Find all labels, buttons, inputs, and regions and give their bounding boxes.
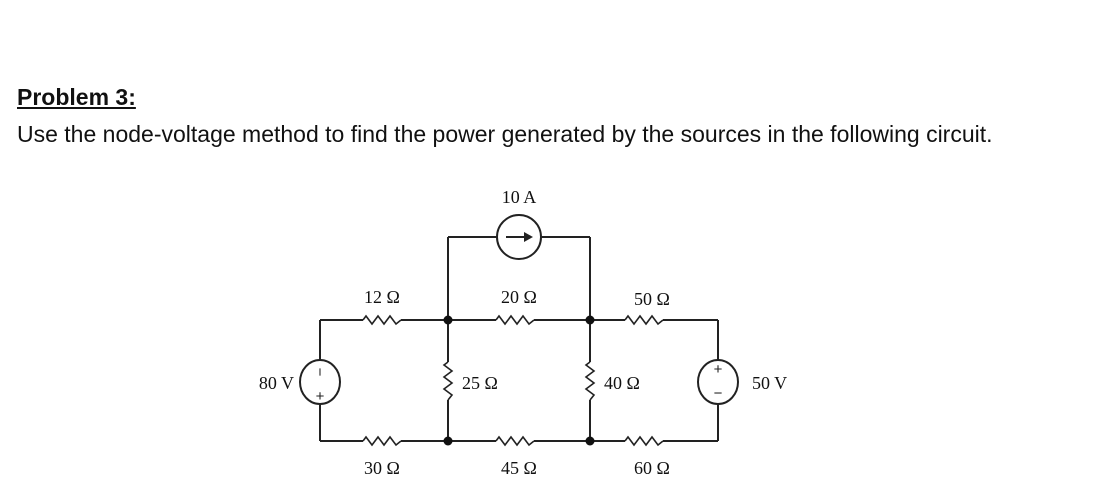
resistor-20-ohm [495, 314, 535, 326]
label-60-ohm: 60 Ω [634, 458, 670, 478]
node-bottom-right [585, 436, 595, 446]
arrow-head-icon [524, 232, 533, 242]
resistor-45-ohm [495, 435, 535, 447]
problem-heading: Problem 3: [17, 84, 136, 110]
label-80-volt: 80 V [259, 373, 294, 393]
resistor-60-ohm [624, 435, 664, 447]
label-50-ohm: 50 Ω [634, 289, 670, 309]
minus-sign-right: − [714, 385, 723, 402]
voltage-source-right: + − [697, 359, 739, 405]
plus-sign-left: + [316, 388, 325, 405]
label-40-ohm: 40 Ω [604, 373, 640, 393]
plus-sign-right: + [714, 361, 723, 378]
node-top-right [585, 315, 595, 325]
resistor-30-ohm [362, 435, 402, 447]
label-current-source: 10 A [502, 187, 537, 207]
label-50-volt: 50 V [752, 373, 787, 393]
resistor-40-ohm [584, 361, 596, 401]
label-30-ohm: 30 Ω [364, 458, 400, 478]
node-bottom-left [443, 436, 453, 446]
label-20-ohm: 20 Ω [501, 287, 537, 307]
voltage-source-left: − + [299, 359, 341, 405]
resistor-25-ohm [442, 361, 454, 401]
label-25-ohm: 25 Ω [462, 373, 498, 393]
resistor-12-ohm [362, 314, 402, 326]
label-45-ohm: 45 Ω [501, 458, 537, 478]
circuit-wires [319, 236, 719, 442]
minus-sign-left: − [311, 368, 328, 377]
resistor-50-ohm [624, 314, 664, 326]
label-12-ohm: 12 Ω [364, 287, 400, 307]
current-source [496, 214, 542, 260]
problem-text: Use the node-voltage method to find the … [17, 121, 993, 147]
node-top-left [443, 315, 453, 325]
